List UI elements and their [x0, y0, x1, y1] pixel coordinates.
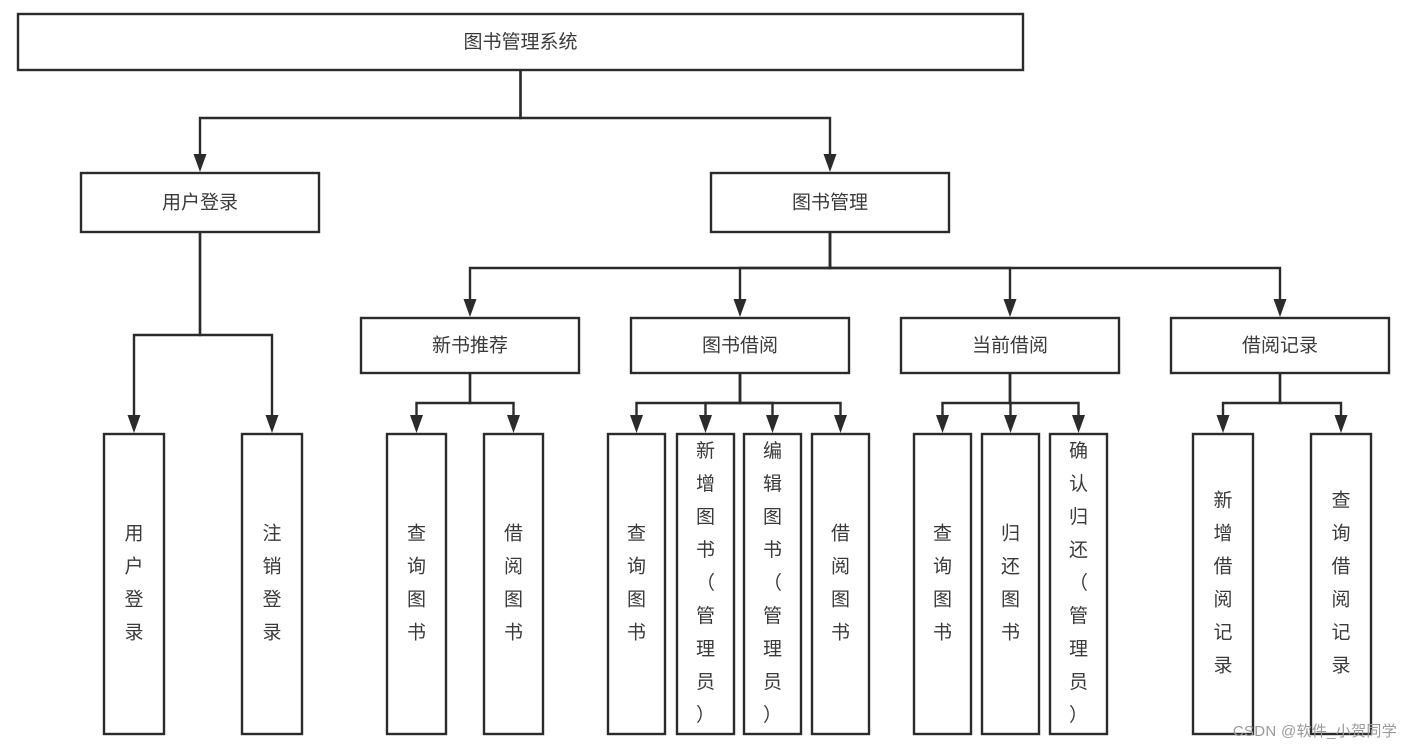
watermark: CSDN @软件_小贺同学: [1232, 723, 1397, 740]
arrow-head-icon: [834, 415, 847, 433]
node-box-leaf-query-borrow-record: [1309, 432, 1373, 736]
arrow-head-icon: [936, 415, 949, 433]
node-label-user-login: 用户登录: [162, 192, 238, 214]
node-label-leaf-query-book-current: 查询图书: [933, 523, 952, 644]
node-root[interactable]: 图书管理系统: [16, 12, 1025, 72]
node-box-leaf-query-book-rec: [385, 432, 448, 736]
connector-book-manage-to-book-borrow: [733, 232, 832, 317]
node-leaf-query-book-borrow[interactable]: 查询图书: [606, 432, 667, 736]
node-box-book-manage: [709, 171, 951, 234]
connector-borrow-record-to-leaf-query-borrow-record: [1278, 373, 1348, 433]
node-book-manage[interactable]: 图书管理: [709, 171, 951, 234]
node-box-leaf-borrow-book-rec: [482, 432, 545, 736]
node-new-book-rec[interactable]: 新书推荐: [359, 316, 581, 375]
connector-book-manage-to-current-borrow: [828, 232, 1017, 317]
arrow-head-icon: [699, 415, 712, 433]
arrow-head-icon: [1334, 415, 1348, 433]
node-label-leaf-borrow-book: 借阅图书: [831, 523, 850, 644]
arrow-head-icon: [1004, 415, 1017, 433]
arrow-head-icon: [193, 154, 207, 172]
node-leaf-user-login[interactable]: 用户登录: [102, 432, 166, 736]
arrow-head-icon: [630, 415, 643, 433]
node-borrow-record[interactable]: 借阅记录: [1169, 316, 1391, 375]
node-box-book-borrow: [629, 316, 851, 375]
node-label-book-borrow: 图书借阅: [702, 335, 778, 357]
node-current-borrow[interactable]: 当前借阅: [899, 316, 1121, 375]
connector-current-borrow-to-leaf-confirm-return: [1008, 373, 1085, 433]
connector-book-borrow-to-leaf-add-book: [699, 373, 742, 433]
node-box-leaf-return-book: [980, 432, 1041, 736]
connector-layer: [127, 70, 1348, 433]
connector-user-login-to-leaf-user-login: [127, 232, 202, 433]
arrow-head-icon: [463, 299, 477, 317]
node-label-leaf-add-borrow-record: 新增借阅记录: [1213, 490, 1232, 677]
arrow-head-icon: [733, 299, 747, 317]
node-box-leaf-edit-book: [742, 432, 803, 736]
node-box-leaf-user-login: [102, 432, 166, 736]
node-label-root: 图书管理系统: [463, 31, 577, 53]
node-label-book-manage: 图书管理: [792, 192, 868, 214]
connector-user-login-to-leaf-user-logout: [198, 232, 279, 433]
node-label-leaf-query-borrow-record: 查询借阅记录: [1331, 490, 1350, 677]
node-label-leaf-return-book: 归还图书: [1001, 523, 1020, 644]
node-box-user-login: [79, 171, 321, 234]
connector-borrow-record-to-leaf-add-borrow-record: [1216, 373, 1282, 433]
node-label-leaf-confirm-return: 确认归还（管理员）: [1069, 440, 1088, 726]
node-box-current-borrow: [899, 316, 1121, 375]
node-box-leaf-add-borrow-record: [1191, 432, 1255, 736]
node-box-leaf-query-book-current: [912, 432, 973, 736]
arrow-head-icon: [766, 415, 779, 433]
node-label-leaf-borrow-book-rec: 借阅图书: [504, 523, 523, 644]
node-leaf-add-borrow-record[interactable]: 新增借阅记录: [1191, 432, 1255, 736]
node-leaf-return-book[interactable]: 归还图书: [980, 432, 1041, 736]
arrow-head-icon: [823, 154, 837, 172]
node-leaf-borrow-book[interactable]: 借阅图书: [810, 432, 871, 736]
node-label-current-borrow: 当前借阅: [972, 335, 1048, 357]
node-leaf-borrow-book-rec[interactable]: 借阅图书: [482, 432, 545, 736]
node-box-leaf-user-logout: [240, 432, 304, 736]
node-label-leaf-user-login: 用户登录: [124, 524, 143, 644]
node-label-leaf-add-book: 新增图书（管理员）: [696, 440, 715, 726]
node-leaf-add-book[interactable]: 新增图书（管理员）: [675, 432, 736, 736]
node-leaf-query-book-current[interactable]: 查询图书: [912, 432, 973, 736]
node-leaf-query-borrow-record[interactable]: 查询借阅记录: [1309, 432, 1373, 736]
node-user-login[interactable]: 用户登录: [79, 171, 321, 234]
node-box-leaf-confirm-return: [1048, 432, 1109, 736]
node-leaf-query-book-rec[interactable]: 查询图书: [385, 432, 448, 736]
arrow-head-icon: [1072, 415, 1085, 433]
node-layer: 图书管理系统用户登录图书管理新书推荐图书借阅当前借阅借阅记录用户登录注销登录查询…: [16, 12, 1391, 736]
connector-book-manage-to-new-book-rec: [463, 232, 832, 317]
node-label-borrow-record: 借阅记录: [1242, 335, 1318, 357]
connector-root-to-book-manage: [519, 70, 837, 172]
node-box-new-book-rec: [359, 316, 581, 375]
connector-root-to-user-login: [193, 70, 522, 172]
node-book-borrow[interactable]: 图书借阅: [629, 316, 851, 375]
connector-book-borrow-to-leaf-borrow-book: [738, 373, 847, 433]
arrow-head-icon: [1273, 299, 1287, 317]
arrow-head-icon: [1003, 299, 1017, 317]
connector-current-borrow-to-leaf-query-book-current: [936, 373, 1012, 433]
node-leaf-edit-book[interactable]: 编辑图书（管理员）: [742, 432, 803, 736]
arrow-head-icon: [410, 415, 423, 433]
connector-new-book-rec-to-leaf-query-book-rec: [410, 373, 472, 433]
node-label-leaf-edit-book: 编辑图书（管理员）: [763, 440, 782, 726]
node-label-leaf-query-book-rec: 查询图书: [407, 523, 426, 644]
node-label-leaf-user-logout: 注销登录: [262, 523, 281, 644]
arrow-head-icon: [1216, 415, 1230, 433]
node-label-leaf-query-book-borrow: 查询图书: [627, 523, 646, 644]
node-box-root: [16, 12, 1025, 72]
arrow-head-icon: [265, 415, 279, 433]
arrow-head-icon: [127, 415, 141, 433]
node-box-leaf-add-book: [675, 432, 736, 736]
node-box-leaf-query-book-borrow: [606, 432, 667, 736]
node-leaf-user-logout[interactable]: 注销登录: [240, 432, 304, 736]
connector-new-book-rec-to-leaf-borrow-book-rec: [468, 373, 520, 433]
node-box-borrow-record: [1169, 316, 1391, 375]
node-leaf-confirm-return[interactable]: 确认归还（管理员）: [1048, 432, 1109, 736]
arrow-head-icon: [507, 415, 520, 433]
connector-book-manage-to-borrow-record: [828, 232, 1287, 317]
node-box-leaf-borrow-book: [810, 432, 871, 736]
node-label-new-book-rec: 新书推荐: [432, 335, 508, 357]
